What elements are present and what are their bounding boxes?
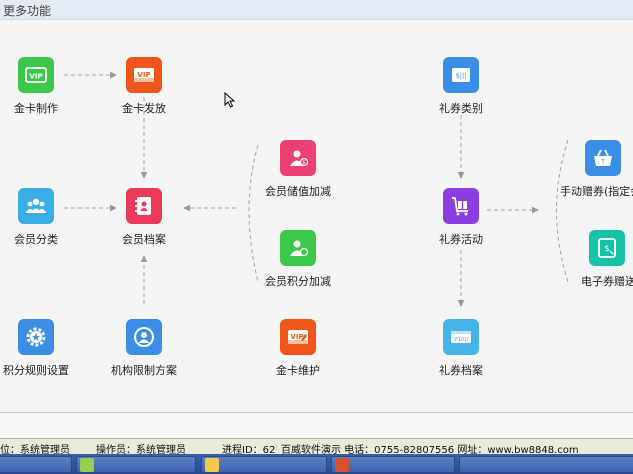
svg-text:T: T (600, 159, 605, 166)
taskbar-button[interactable] (459, 456, 633, 473)
node-label: 金卡发放 (122, 102, 166, 115)
node-coupon-category[interactable]: $||| 礼券类别 (406, 57, 516, 116)
node-label: 电子券赠送 (581, 275, 633, 288)
voucher-icon: ¥100 (443, 319, 479, 355)
node-member-category[interactable]: 会员分类 (0, 188, 91, 247)
vip-glyph: VIP (290, 333, 303, 341)
vip-card-icon: VIP (18, 57, 54, 93)
node-label: 金卡制作 (14, 102, 58, 115)
ecoupon-icon: $ (589, 230, 625, 266)
ticket-glyph: $||| (456, 72, 467, 80)
folder-icon (205, 458, 219, 472)
node-member-stored-value[interactable]: $ 会员储值加减 (243, 140, 353, 199)
node-label: 积分规则设置 (3, 364, 69, 377)
taskbar-button[interactable] (331, 456, 455, 473)
node-gold-card-issue[interactable]: VIP 金卡发放 (89, 57, 199, 116)
mouse-cursor-icon (224, 92, 236, 108)
voucher-glyph: ¥100 (454, 337, 468, 343)
taskbar-button[interactable] (0, 456, 72, 473)
user-group-icon (18, 188, 54, 224)
app-icon (80, 458, 94, 472)
node-member-points[interactable]: 会员积分加减 (243, 230, 353, 289)
user-points-icon (280, 230, 316, 266)
user-money-icon: $ (280, 140, 316, 176)
node-gold-card-make[interactable]: VIP 金卡制作 (0, 57, 91, 116)
taskbar-button[interactable] (201, 456, 327, 473)
node-label: 礼券类别 (439, 102, 483, 115)
vip-card-edit-icon: VIP (280, 319, 316, 355)
windows-taskbar (0, 454, 633, 474)
user-circle-icon (126, 319, 162, 355)
vip-glyph: VIP (137, 71, 150, 79)
node-label: 会员积分加减 (265, 275, 331, 288)
node-label: 礼券活动 (439, 233, 483, 246)
node-coupon-file[interactable]: ¥100 礼券档案 (406, 319, 516, 378)
status-bar: 岗位：系统管理员 操作员：系统管理员 进程ID：62 百威软件演示 电话：075… (0, 438, 633, 456)
node-label: 金卡维护 (276, 364, 320, 377)
node-label: 礼券档案 (439, 364, 483, 377)
node-label: 会员档案 (122, 233, 166, 246)
svg-text:$: $ (604, 244, 609, 253)
function-canvas (0, 20, 633, 412)
node-org-restrict[interactable]: 机构限制方案 (89, 319, 199, 378)
ticket-icon: $||| (443, 57, 479, 93)
svg-text:$: $ (302, 160, 306, 166)
window-title: 更多功能 (3, 4, 52, 18)
status-post: 岗位：系统管理员 (0, 445, 70, 456)
content-bottom-area (0, 412, 633, 438)
vip-card-icon: VIP (126, 57, 162, 93)
gear-star-icon (18, 319, 54, 355)
powerpoint-icon (335, 458, 349, 472)
taskbar-button[interactable] (76, 456, 196, 473)
node-label: 手动赠券(指定会 (560, 185, 633, 198)
basket-icon: T (585, 140, 621, 176)
contact-book-icon (126, 188, 162, 224)
node-coupon-activity[interactable]: 礼券活动 (406, 188, 516, 247)
cart-gift-icon (443, 188, 479, 224)
window-titlebar: 更多功能 (0, 0, 633, 20)
node-label: 会员储值加减 (265, 185, 331, 198)
node-points-rule[interactable]: 积分规则设置 (0, 319, 91, 378)
node-member-file[interactable]: 会员档案 (89, 188, 199, 247)
node-gold-card-maintain[interactable]: VIP 金卡维护 (243, 319, 353, 378)
node-label: 会员分类 (14, 233, 58, 246)
node-manual-gift-coupon[interactable]: T 手动赠券(指定会 (553, 140, 633, 199)
status-company: 百威软件演示 电话：0755-82807556 网址：www.bw8848.co… (281, 445, 579, 456)
flow-connectors (64, 71, 569, 307)
status-operator: 操作员：系统管理员 (96, 445, 186, 456)
status-process: 进程ID：62 (222, 445, 276, 456)
node-label: 机构限制方案 (111, 364, 177, 377)
node-ecoupon-gift[interactable]: $ 电子券赠送 (553, 230, 633, 289)
vip-glyph: VIP (29, 73, 42, 81)
